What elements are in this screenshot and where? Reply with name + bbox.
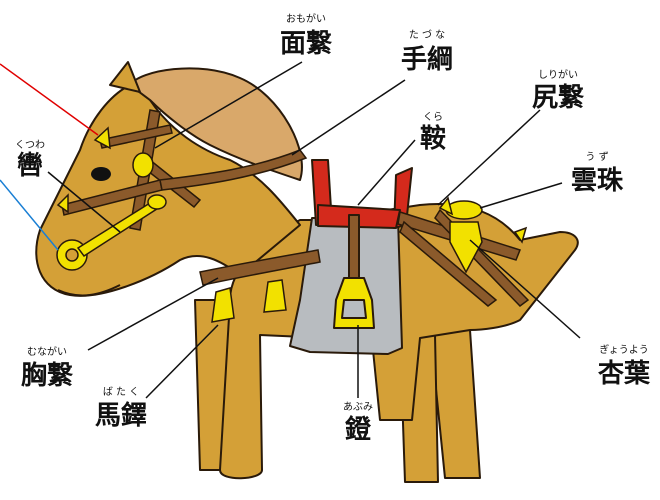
label-abumi: あぶみ 鐙 (343, 401, 373, 445)
kanji-kutsuwa: 轡 (17, 151, 43, 181)
pointer-red (0, 64, 98, 135)
pointer-uzu (480, 183, 562, 208)
kanji-abumi: 鐙 (345, 414, 372, 445)
horse-eye (91, 167, 111, 181)
pointer-tazuna (292, 80, 405, 155)
kanji-bataku: 馬鐸 (95, 400, 147, 431)
bit-ring-inner (66, 249, 78, 261)
ruby-tazuna: た づ な (409, 29, 445, 41)
ruby-gyoyo: ぎょうよう (599, 343, 649, 356)
kanji-gyoyo: 杏葉 (598, 359, 651, 389)
kanji-kura: 鞍 (420, 123, 446, 154)
label-kura: くら 鞍 (420, 111, 446, 154)
ruby-kura: くら (423, 111, 443, 123)
horse-bell-2 (264, 280, 286, 312)
ruby-abumi: あぶみ (343, 401, 373, 413)
label-munagai: むながい 胸繋 (21, 345, 74, 391)
kanji-uzu: 雲珠 (571, 166, 624, 196)
ruby-kutsuwa: くつわ (15, 139, 45, 151)
horse-ear (110, 62, 140, 92)
bridle-boss-upper (133, 153, 153, 177)
kanji-shirigai: 尻繋 (532, 83, 585, 113)
kanji-tazuna: 手綱 (401, 44, 453, 75)
label-bataku: ば た く 馬鐸 (95, 386, 147, 431)
label-kutsuwa: くつわ 轡 (15, 139, 45, 181)
ruby-bataku: ば た く (103, 386, 139, 398)
bit-cheekpiece (148, 195, 166, 209)
ruby-shirigai: しりがい (538, 68, 578, 81)
kanji-omogai: 面繋 (280, 29, 333, 59)
horse-bell-1 (212, 288, 234, 322)
label-tazuna: た づ な 手綱 (401, 29, 453, 75)
pointer-shirigai (438, 110, 540, 205)
label-gyoyo: ぎょうよう 杏葉 (598, 343, 651, 389)
ruby-uzu: う ず (585, 151, 608, 163)
ruby-omogai: おもがい (286, 12, 326, 25)
ruby-munagai: むながい (27, 345, 67, 358)
label-shirigai: しりがい 尻繋 (532, 68, 585, 113)
label-uzu: う ず 雲珠 (571, 151, 624, 196)
label-omogai: おもがい 面繋 (280, 12, 333, 59)
kanji-munagai: 胸繋 (21, 361, 74, 391)
